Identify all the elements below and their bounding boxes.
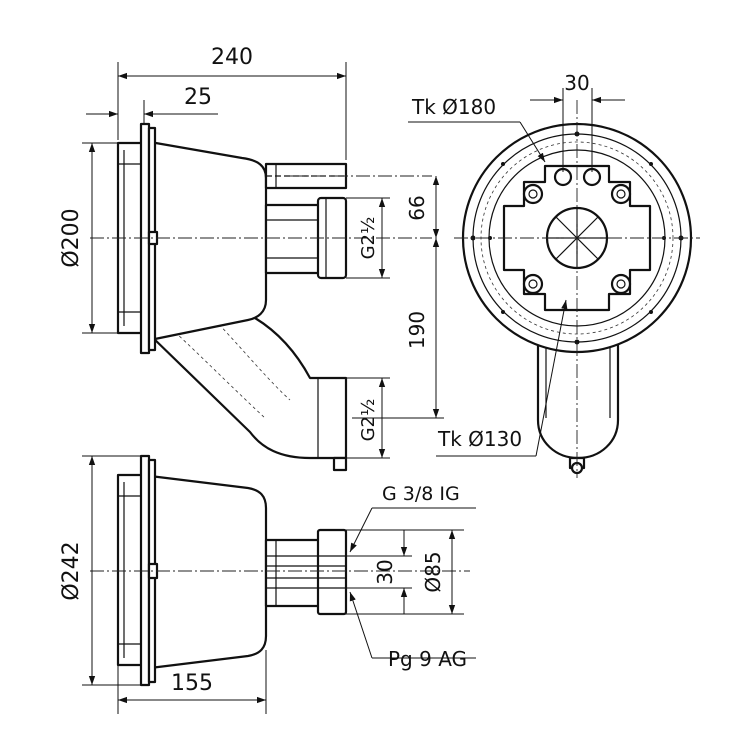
lower-flange bbox=[116, 473, 144, 667]
side-view-lower: Ø242 155 30 Ø85 G 3/8 IG Pg 9 AG bbox=[59, 454, 476, 714]
lower-outlet-stub bbox=[264, 538, 322, 608]
dim-25: 25 bbox=[184, 85, 212, 110]
upper-thread-stub bbox=[264, 203, 322, 275]
side-view-upper: 240 25 Ø200 G2½ 66 190 G2½ bbox=[59, 45, 444, 472]
dim-30-inner: 30 bbox=[373, 559, 397, 584]
dim-d85: Ø85 bbox=[421, 551, 445, 592]
dim-240: 240 bbox=[211, 45, 253, 70]
dim-g2-upper: G2½ bbox=[358, 217, 379, 260]
dim-190: 190 bbox=[405, 311, 429, 349]
dim-30-top: 30 bbox=[564, 71, 589, 95]
front-bolts bbox=[522, 167, 632, 295]
label-tk130: Tk Ø130 bbox=[437, 427, 522, 451]
label-tk180: Tk Ø180 bbox=[411, 95, 496, 119]
dim-d200: Ø200 bbox=[59, 208, 84, 267]
label-g38: G 3/8 IG bbox=[382, 483, 460, 505]
dim-g2-lower: G2½ bbox=[358, 399, 379, 442]
lower-body bbox=[148, 474, 268, 670]
label-pg9: Pg 9 AG bbox=[388, 647, 467, 671]
upper-body bbox=[148, 140, 268, 342]
dim-d242: Ø242 bbox=[59, 541, 84, 600]
dim-155: 155 bbox=[171, 671, 213, 696]
dim-66: 66 bbox=[405, 195, 429, 220]
front-view: 30 Tk Ø180 Tk Ø130 bbox=[408, 71, 700, 478]
